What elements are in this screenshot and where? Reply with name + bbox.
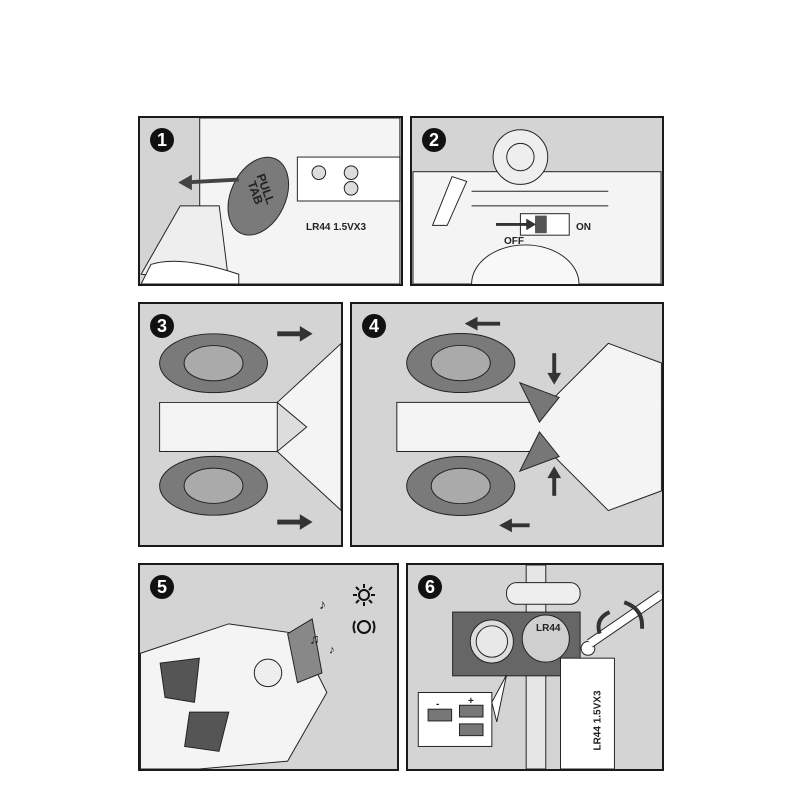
battery-spec-label: LR44 1.5VX3 xyxy=(306,222,367,233)
light-icon xyxy=(353,584,375,606)
step-3-panel: 3 xyxy=(138,302,343,547)
coin-cell-label: LR44 xyxy=(536,623,561,634)
step-6-illustration xyxy=(417,565,662,769)
step-2-panel: 2 OFF ON xyxy=(410,116,664,286)
step-number-badge: 6 xyxy=(418,575,442,599)
step-6-panel: 6 LR44 - + LR44 1.5VX3 xyxy=(406,563,664,771)
step-number-badge: 4 xyxy=(362,314,386,338)
step-1-illustration xyxy=(140,118,401,284)
step-number-badge: 2 xyxy=(422,128,446,152)
step-4-panel: 4 xyxy=(350,302,664,547)
svg-text:♫: ♫ xyxy=(309,631,319,646)
svg-text:♪: ♪ xyxy=(329,643,335,656)
step-4-illustration xyxy=(396,316,662,533)
step-number-badge: 5 xyxy=(150,575,174,599)
step-3-illustration xyxy=(159,325,341,530)
step-1-panel: 1 PULL TAB LR44 1.5VX3 xyxy=(138,116,403,286)
switch-on-label: ON xyxy=(576,222,591,233)
battery-spec-label: LR44 1.5VX3 xyxy=(592,690,604,751)
step-number-badge: 3 xyxy=(150,314,174,338)
step-2-illustration xyxy=(412,129,662,284)
step-number-badge: 1 xyxy=(150,128,174,152)
svg-text:♪: ♪ xyxy=(319,597,326,612)
polarity-plus-label: + xyxy=(468,696,474,707)
sound-icon xyxy=(352,620,376,634)
switch-off-label: OFF xyxy=(504,236,524,247)
step-5-panel: ♪ ♫ ♪ 5 xyxy=(138,563,399,771)
polarity-minus-label: - xyxy=(436,699,440,710)
step-5-illustration: ♪ ♫ ♪ xyxy=(140,597,335,769)
